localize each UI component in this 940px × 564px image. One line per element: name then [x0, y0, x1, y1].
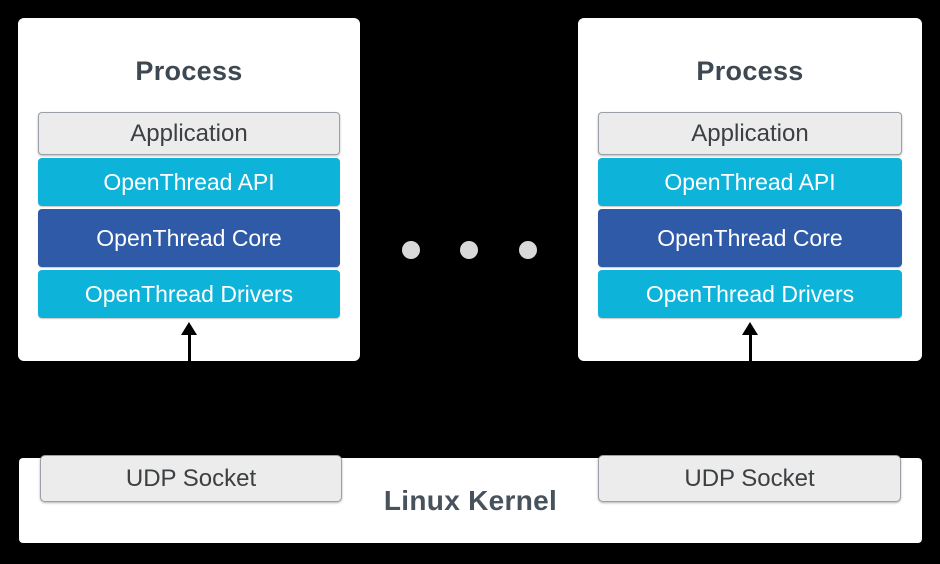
- layer-label: OpenThread API: [664, 168, 836, 195]
- layer-label: OpenThread Drivers: [84, 280, 294, 307]
- layer-application: Application: [598, 112, 902, 155]
- layer-stack: Application OpenThread API OpenThread Co…: [38, 112, 340, 318]
- layer-label: OpenThread Core: [96, 224, 282, 251]
- up-arrow-icon: [742, 322, 758, 361]
- layer-label: OpenThread Drivers: [645, 280, 855, 307]
- layer-openthread-api: OpenThread API: [38, 158, 340, 206]
- arrow-shaft: [187, 335, 191, 361]
- arrow-shaft: [748, 335, 752, 361]
- process-card-right: Process Application OpenThread API OpenT…: [578, 18, 922, 361]
- ellipsis-dot: [402, 241, 420, 259]
- layer-openthread-drivers: OpenThread Drivers: [38, 270, 340, 318]
- arrow-head: [742, 322, 758, 335]
- linux-kernel-bar: Linux Kernel UDP Socket UDP Socket: [19, 455, 922, 543]
- layer-application: Application: [38, 112, 340, 155]
- up-arrow-icon: [181, 322, 197, 361]
- ellipsis-dot: [519, 241, 537, 259]
- layer-label: OpenThread API: [103, 168, 275, 195]
- udp-socket-right: UDP Socket: [598, 455, 901, 502]
- process-card-left: Process Application OpenThread API OpenT…: [18, 18, 360, 361]
- ellipsis-dot: [460, 241, 478, 259]
- layer-label: Application: [691, 119, 809, 147]
- layer-label: Application: [130, 119, 248, 147]
- arrow-head: [181, 322, 197, 335]
- layer-openthread-core: OpenThread Core: [598, 209, 902, 267]
- layer-stack: Application OpenThread API OpenThread Co…: [598, 112, 902, 318]
- udp-socket-left: UDP Socket: [40, 455, 342, 502]
- layer-openthread-drivers: OpenThread Drivers: [598, 270, 902, 318]
- layer-openthread-core: OpenThread Core: [38, 209, 340, 267]
- kernel-label: Linux Kernel: [383, 484, 558, 516]
- process-title: Process: [696, 56, 804, 86]
- layer-label: OpenThread Core: [657, 224, 843, 251]
- process-title: Process: [135, 56, 243, 86]
- layer-openthread-api: OpenThread API: [598, 158, 902, 206]
